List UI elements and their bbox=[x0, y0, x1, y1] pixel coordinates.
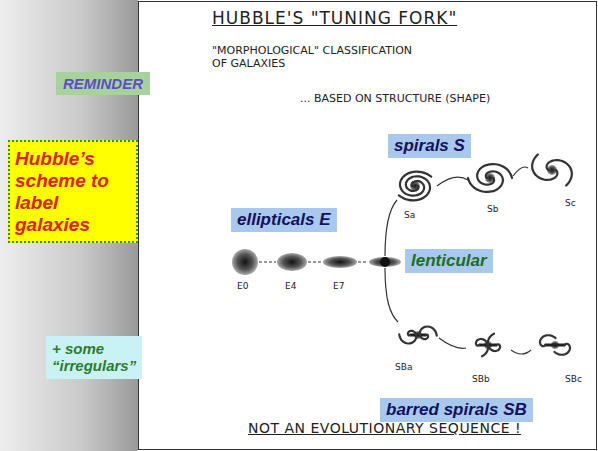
class-label: SBc bbox=[565, 374, 582, 384]
fork-line bbox=[511, 350, 531, 354]
main-panel bbox=[139, 2, 597, 450]
spiral-arm bbox=[547, 160, 572, 185]
galaxy-e0 bbox=[232, 249, 258, 275]
fork-line bbox=[439, 338, 466, 348]
fork-line bbox=[308, 261, 322, 262]
node-text: barred spirals SB bbox=[386, 400, 527, 420]
galaxy-bar bbox=[410, 334, 426, 337]
class-label: E0 bbox=[237, 281, 248, 291]
spiral-galaxy bbox=[540, 335, 570, 355]
spiral-arm bbox=[399, 176, 430, 200]
fork-line bbox=[358, 261, 368, 262]
fork-line bbox=[385, 200, 397, 256]
spiral-galaxy bbox=[532, 154, 572, 185]
node-text: REMINDER bbox=[63, 75, 143, 92]
galaxy-e4 bbox=[277, 253, 307, 271]
class-tag: ellipticals E bbox=[231, 208, 337, 232]
class-label: SBb bbox=[472, 374, 490, 384]
class-tag: barred spirals SB bbox=[380, 398, 533, 422]
spiral-arm bbox=[468, 171, 503, 192]
fork-line bbox=[259, 261, 276, 262]
title-callout: Hubble’s scheme to label galaxies bbox=[8, 140, 138, 243]
galaxy-bar bbox=[545, 344, 565, 347]
slide-caption: NOT AN EVOLUTIONARY SEQUENCE ! bbox=[248, 420, 521, 436]
spiral-arm bbox=[477, 164, 512, 185]
spiral-arm bbox=[420, 327, 437, 340]
spiral-galaxies bbox=[399, 154, 572, 356]
galaxy-s0 bbox=[369, 257, 401, 267]
spiral-galaxy bbox=[399, 327, 437, 344]
class-label: E7 bbox=[333, 281, 344, 291]
note-box: + some “irregulars” bbox=[46, 336, 142, 379]
node-text: ellipticals E bbox=[237, 210, 331, 230]
fork-line bbox=[385, 268, 398, 322]
elliptical-galaxies bbox=[232, 249, 401, 275]
galaxy-s0-bulge bbox=[380, 257, 390, 267]
node-text: spirals S bbox=[394, 136, 465, 156]
node-text: lenticular bbox=[411, 251, 487, 271]
spiral-arm bbox=[554, 344, 570, 355]
spiral-arm bbox=[540, 335, 556, 346]
node-text: Hubble’s scheme to label galaxies bbox=[15, 148, 131, 235]
spiral-arm bbox=[488, 334, 500, 351]
fork-lines bbox=[259, 167, 531, 354]
node-text: + some “irregulars” bbox=[52, 340, 136, 375]
note-text: ... BASED ON STRUCTURE (SHAPE) bbox=[300, 92, 490, 105]
class-label: SBa bbox=[395, 362, 412, 372]
reminder-tag: REMINDER bbox=[56, 72, 150, 95]
note-text: "MORPHOLOGICAL" CLASSIFICATION OF GALAXI… bbox=[212, 44, 427, 70]
class-tag: spirals S bbox=[388, 134, 471, 158]
class-label: Sc bbox=[565, 198, 576, 208]
class-tag: lenticular bbox=[405, 249, 493, 273]
spiral-galaxy bbox=[468, 164, 512, 192]
spiral-galaxy bbox=[476, 334, 500, 357]
galaxy-e7 bbox=[323, 256, 357, 268]
spiral-arm bbox=[476, 339, 488, 356]
class-label: E4 bbox=[285, 281, 296, 291]
slide-title: HUBBLE'S "TUNING FORK" bbox=[212, 8, 457, 28]
side-panel bbox=[0, 0, 138, 451]
spiral-arm bbox=[399, 331, 416, 344]
class-label: Sa bbox=[404, 210, 415, 220]
class-label: Sb bbox=[487, 204, 498, 214]
spiral-galaxy bbox=[399, 172, 431, 201]
fork-line bbox=[437, 177, 468, 186]
fork-line bbox=[513, 167, 528, 176]
spiral-arm bbox=[400, 172, 431, 196]
spiral-arm bbox=[532, 154, 557, 179]
